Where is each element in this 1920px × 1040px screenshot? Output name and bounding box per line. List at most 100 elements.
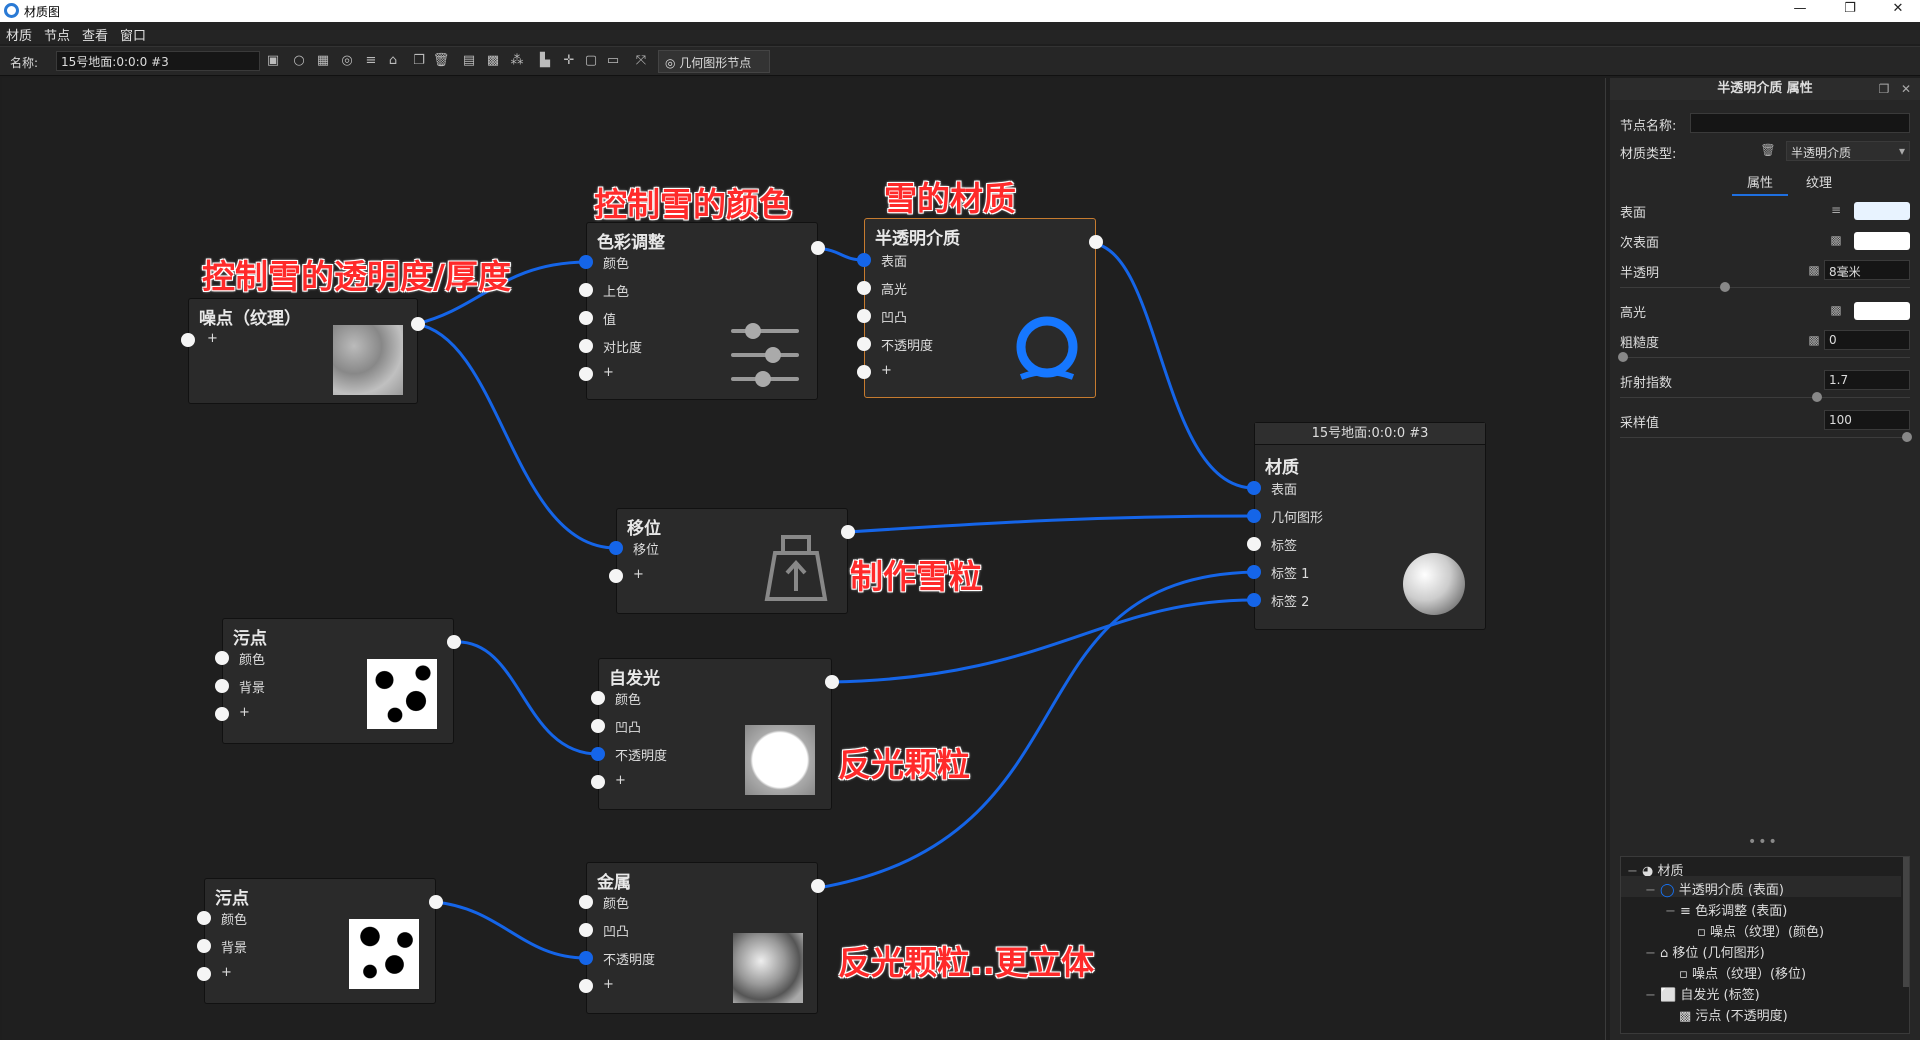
translucency-slider-track[interactable] <box>1620 287 1910 288</box>
output-port[interactable] <box>429 895 443 909</box>
splitter-handle[interactable]: ••• <box>1748 834 1779 850</box>
frame-icon[interactable]: ▢ <box>584 53 598 68</box>
node-displacement[interactable]: 移位 移位 + <box>609 508 855 614</box>
output-port[interactable] <box>411 317 425 331</box>
tree-item-color-adjust[interactable]: − ≡ 色彩调整 (表面) <box>1665 900 1787 919</box>
ior-slider-track[interactable] <box>1620 397 1910 398</box>
input-port-tag[interactable] <box>1247 537 1261 551</box>
input-port-value[interactable] <box>579 311 593 325</box>
split-icon[interactable]: ⤧ <box>635 53 647 68</box>
trash-icon[interactable]: 🗑 <box>432 53 450 68</box>
input-port-color[interactable] <box>591 691 605 705</box>
tree-item-material[interactable]: − ◕ 材质 <box>1627 860 1684 879</box>
output-port[interactable] <box>811 241 825 255</box>
layers-icon[interactable]: ▤ <box>462 53 476 68</box>
input-port-color[interactable] <box>197 911 211 925</box>
input-port-bump[interactable] <box>591 719 605 733</box>
input-port-add[interactable] <box>609 569 623 583</box>
input-port-geometry[interactable] <box>1247 509 1261 523</box>
input-port-surface[interactable] <box>857 253 871 267</box>
input-port-add[interactable] <box>579 979 593 993</box>
checker-icon[interactable]: ▦ <box>316 53 330 68</box>
roughness-input[interactable]: 0 <box>1824 330 1910 350</box>
node-graph-canvas[interactable]: 噪点（纹理） + 色彩调整 颜色 上色 值 对比度 + 半透明介质 表面 高光 … <box>2 78 1606 1040</box>
checker-icon[interactable]: ▩ <box>1808 263 1820 277</box>
translucency-slider-knob[interactable] <box>1720 282 1730 292</box>
input-port-opacity[interactable] <box>591 747 605 761</box>
input-port-displacement[interactable] <box>609 541 623 555</box>
input-port-add[interactable] <box>579 367 593 381</box>
save-icon[interactable]: ▣ <box>266 53 280 68</box>
input-port-background[interactable] <box>197 939 211 953</box>
float-panel-icon[interactable]: ❐ <box>1878 82 1890 96</box>
input-port-bump[interactable] <box>579 923 593 937</box>
checker-icon[interactable]: ▩ <box>1830 233 1842 247</box>
input-port-add[interactable] <box>215 707 229 721</box>
input-port[interactable] <box>181 333 195 347</box>
copy-icon[interactable]: ❐ <box>413 53 425 68</box>
output-port[interactable] <box>811 879 825 893</box>
node-name-input[interactable] <box>1690 113 1910 133</box>
input-port-background[interactable] <box>215 679 229 693</box>
move-icon[interactable]: ✛ <box>563 53 575 68</box>
add-port-label[interactable]: + <box>207 331 218 346</box>
menu-material[interactable]: 材质 <box>6 29 33 44</box>
close-panel-icon[interactable]: ✕ <box>1900 82 1912 96</box>
translucency-input[interactable]: 8毫米 <box>1824 260 1910 280</box>
bag-icon[interactable]: ⌂ <box>388 53 398 68</box>
node-dirt-1[interactable]: 污点 颜色 背景 + <box>215 618 461 744</box>
tab-properties[interactable]: 属性 <box>1732 172 1788 196</box>
checker-icon[interactable]: ▩ <box>1830 303 1842 317</box>
input-port-specular[interactable] <box>857 281 871 295</box>
align-icon[interactable]: ▙ <box>540 53 550 68</box>
samples-slider-track[interactable] <box>1620 437 1910 438</box>
trash-icon[interactable]: 🗑 <box>1760 143 1776 157</box>
input-port-add[interactable] <box>197 967 211 981</box>
minimize-button[interactable]: — <box>1793 1 1807 16</box>
input-port-color[interactable] <box>579 255 593 269</box>
node-noise[interactable]: 噪点（纹理） + <box>181 298 425 404</box>
tree-scrollbar[interactable] <box>1903 857 1909 987</box>
menu-window[interactable]: 窗口 <box>120 29 147 44</box>
input-port-tint[interactable] <box>579 283 593 297</box>
sphere-icon[interactable]: ○ <box>293 53 305 68</box>
node-metal[interactable]: 金属 颜色 凹凸 不透明度 + <box>579 862 825 1014</box>
menu-view[interactable]: 查看 <box>82 29 109 44</box>
menu-node[interactable]: 节点 <box>44 29 71 44</box>
input-port-color[interactable] <box>579 895 593 909</box>
tree-item-translucent[interactable]: − ◯ 半透明介质 (表面) <box>1645 879 1784 898</box>
input-port-tag-2[interactable] <box>1247 593 1261 607</box>
specular-color-swatch[interactable] <box>1854 302 1910 320</box>
samples-slider-knob[interactable] <box>1902 432 1912 442</box>
nodes-icon[interactable]: ⁂ <box>510 53 524 68</box>
sliders-icon[interactable]: ≡ <box>365 53 377 68</box>
maximize-button[interactable]: ❐ <box>1844 1 1856 16</box>
material-type-select[interactable]: 半透明介质▾ <box>1786 141 1910 161</box>
input-port-opacity[interactable] <box>579 951 593 965</box>
node-dirt-2[interactable]: 污点 颜色 背景 + <box>197 878 443 1004</box>
node-color-adjust[interactable]: 色彩调整 颜色 上色 值 对比度 + <box>579 222 825 400</box>
roughness-slider-track[interactable] <box>1620 357 1910 358</box>
tree-item-noise-displacement[interactable]: ▫ 噪点（纹理）(移位) <box>1679 963 1806 982</box>
tree-item-dirt[interactable]: ▩ 污点 (不透明度) <box>1679 1005 1788 1024</box>
input-port-tag-1[interactable] <box>1247 565 1261 579</box>
input-port-add[interactable] <box>591 775 605 789</box>
roughness-slider-knob[interactable] <box>1618 352 1628 362</box>
fit-icon[interactable]: ▭ <box>606 53 620 68</box>
tree-item-displacement[interactable]: − ⌂ 移位 (几何图形) <box>1645 942 1765 961</box>
checker-icon[interactable]: ▩ <box>1808 333 1820 347</box>
sliders-icon[interactable]: ≡ <box>1830 203 1842 217</box>
output-port[interactable] <box>825 675 839 689</box>
input-port-add[interactable] <box>857 365 871 379</box>
grid-icon[interactable]: ▩ <box>486 53 500 68</box>
subsurface-color-swatch[interactable] <box>1854 232 1910 250</box>
output-port[interactable] <box>841 525 855 539</box>
node-translucent-medium[interactable]: 半透明介质 表面 高光 凹凸 不透明度 + <box>857 218 1103 398</box>
samples-input[interactable]: 100 <box>1824 410 1910 430</box>
input-port-surface[interactable] <box>1247 481 1261 495</box>
tree-item-emission[interactable]: − ⬜ 自发光 (标签) <box>1645 984 1760 1003</box>
close-button[interactable]: ✕ <box>1892 1 1904 16</box>
node-emission[interactable]: 自发光 颜色 凹凸 不透明度 + <box>591 658 839 810</box>
geometry-node-button[interactable]: ◎ 几何图形节点 <box>658 50 770 73</box>
tree-item-noise[interactable]: ▫ 噪点（纹理）(颜色) <box>1697 921 1824 940</box>
